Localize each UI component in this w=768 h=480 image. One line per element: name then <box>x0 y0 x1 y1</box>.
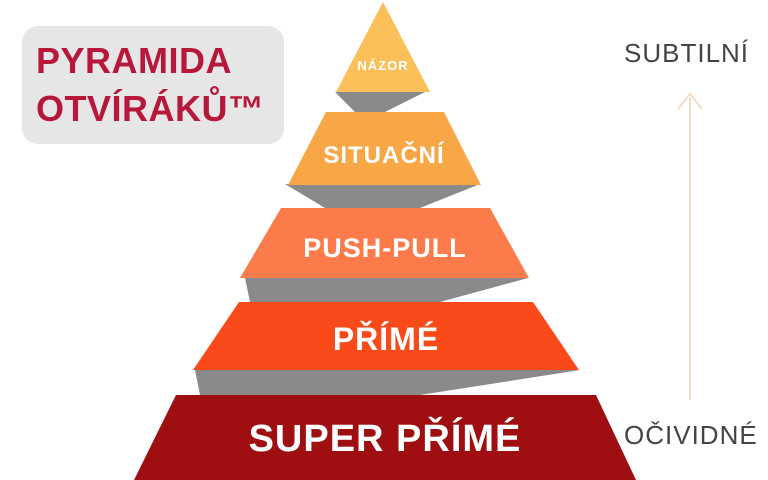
up-arrow-icon <box>677 92 703 110</box>
level-label-nazor: NÁZOR <box>357 58 408 73</box>
level-super-prime <box>134 395 636 480</box>
title-box <box>22 26 284 144</box>
title-line-1: PYRAMIDA <box>36 40 233 81</box>
connector-3 <box>245 278 528 302</box>
level-label-prime: PŘÍMÉ <box>333 321 439 357</box>
title-line-2: OTVÍRÁKŮ™ <box>36 88 265 129</box>
level-nazor <box>336 2 430 92</box>
scale-arrow-line <box>689 98 691 400</box>
level-situacni <box>288 112 481 185</box>
connector-2 <box>285 184 480 208</box>
level-label-super-prime: SUPER PŘÍMÉ <box>249 416 522 460</box>
scale-top-label: SUBTILNÍ <box>624 38 750 68</box>
scale-bottom-label: OČIVIDNÉ <box>624 420 758 450</box>
connector-1 <box>335 92 425 112</box>
level-label-situacni: SITUAČNÍ <box>323 141 445 169</box>
level-prime <box>193 302 579 370</box>
level-label-push-pull: PUSH-PULL <box>303 233 467 263</box>
connector-4 <box>195 370 580 395</box>
level-push-pull <box>240 208 529 278</box>
